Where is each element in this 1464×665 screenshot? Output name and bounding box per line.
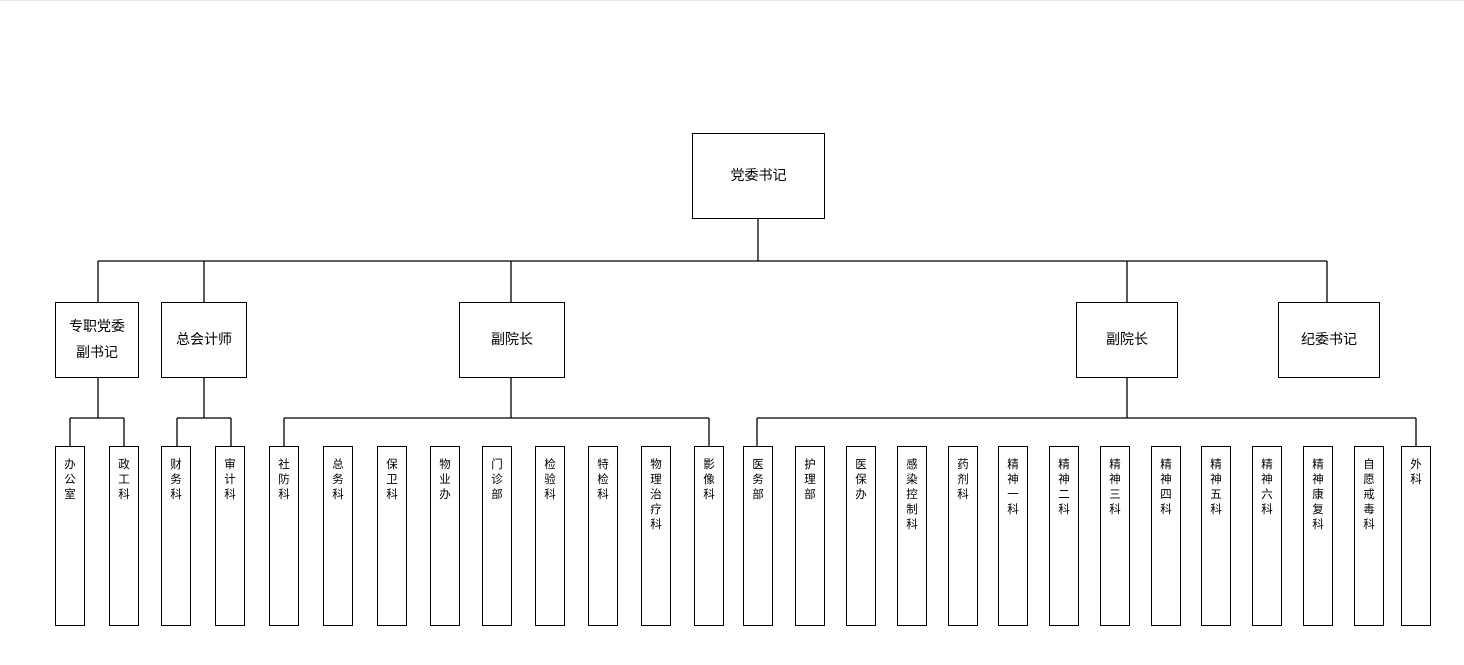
node-root: 党委书记 [692, 133, 825, 219]
node-department: 物业办 [430, 446, 460, 626]
department-label: 物业办 [439, 457, 451, 501]
department-label: 财务科 [170, 457, 182, 501]
node-level2: 纪委书记 [1278, 302, 1380, 378]
department-label: 社防科 [278, 457, 290, 501]
node-department: 特检科 [588, 446, 618, 626]
department-label: 自愿戒毒科 [1363, 457, 1375, 531]
department-label: 感染控制科 [906, 457, 918, 531]
department-label: 精神五科 [1210, 457, 1222, 516]
department-label: 办公室 [64, 457, 76, 501]
node-department: 外科 [1401, 446, 1431, 626]
node-level2: 副院长 [1076, 302, 1178, 378]
node-department: 医务部 [743, 446, 773, 626]
node-label: 纪委书记 [1301, 332, 1357, 348]
node-department: 护理部 [795, 446, 825, 626]
top-border [0, 0, 1464, 1]
node-department: 审计科 [215, 446, 245, 626]
node-department: 精神五科 [1201, 446, 1231, 626]
node-department: 影像科 [694, 446, 724, 626]
department-label: 精神二科 [1058, 457, 1070, 516]
node-department: 精神一科 [998, 446, 1028, 626]
node-label: 党委书记 [730, 168, 787, 184]
node-label: 总会计师 [176, 332, 232, 348]
department-label: 精神六科 [1261, 457, 1273, 516]
department-label: 门诊部 [491, 457, 503, 501]
department-label: 精神三科 [1109, 457, 1121, 516]
department-label: 特检科 [597, 457, 609, 501]
node-department: 保卫科 [377, 446, 407, 626]
node-label: 专职党委副书记 [69, 319, 125, 361]
node-department: 政工科 [109, 446, 139, 626]
department-label: 药剂科 [957, 457, 969, 501]
department-label: 保卫科 [386, 457, 398, 501]
node-department: 总务科 [323, 446, 353, 626]
node-label: 副院长 [491, 332, 533, 348]
department-label: 医务部 [752, 457, 764, 501]
department-label: 外科 [1410, 457, 1422, 486]
department-label: 审计科 [224, 457, 236, 501]
node-department: 医保办 [846, 446, 876, 626]
node-department: 财务科 [161, 446, 191, 626]
node-department: 物理治疗科 [641, 446, 671, 626]
node-department: 门诊部 [482, 446, 512, 626]
node-department: 药剂科 [948, 446, 978, 626]
department-label: 政工科 [118, 457, 130, 501]
node-department: 精神康复科 [1303, 446, 1333, 626]
department-label: 精神康复科 [1312, 457, 1324, 531]
department-label: 检验科 [544, 457, 556, 501]
department-label: 医保办 [855, 457, 867, 501]
node-department: 感染控制科 [897, 446, 927, 626]
node-level2: 专职党委副书记 [55, 302, 139, 378]
node-department: 精神三科 [1100, 446, 1130, 626]
node-department: 办公室 [55, 446, 85, 626]
department-label: 精神四科 [1160, 457, 1172, 516]
department-label: 精神一科 [1007, 457, 1019, 516]
department-label: 护理部 [804, 457, 816, 501]
node-department: 精神二科 [1049, 446, 1079, 626]
node-department: 精神四科 [1151, 446, 1181, 626]
node-department: 社防科 [269, 446, 299, 626]
node-department: 精神六科 [1252, 446, 1282, 626]
node-level2: 总会计师 [161, 302, 247, 378]
node-label: 副院长 [1106, 332, 1148, 348]
node-department: 自愿戒毒科 [1354, 446, 1384, 626]
department-label: 总务科 [332, 457, 344, 501]
department-label: 影像科 [703, 457, 715, 501]
node-department: 检验科 [535, 446, 565, 626]
department-label: 物理治疗科 [650, 457, 662, 531]
node-level2: 副院长 [459, 302, 565, 378]
